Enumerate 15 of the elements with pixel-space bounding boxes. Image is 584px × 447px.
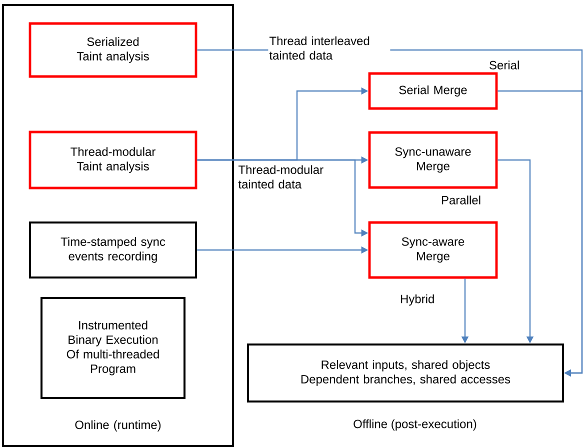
process-box: Thread-modular Taint analysis: [28, 130, 198, 190]
edge-label: Parallel: [442, 196, 480, 204]
process-box: Time-stamped sync events recording: [29, 222, 197, 278]
panel-label: Offline (post-execution): [354, 419, 476, 431]
edge-label: Hybrid: [401, 294, 434, 306]
merge-box: Serial Merge: [368, 72, 498, 110]
edge-label: Serial: [490, 60, 519, 70]
merge-box: Sync-aware Merge: [368, 221, 498, 279]
merge-box: Sync-unaware Merge: [368, 131, 498, 189]
edge-label: Thread interleaved tainted data: [269, 36, 370, 60]
arrow: [498, 90, 583, 377]
result-box: Relevant inputs, shared objects Dependent branches, shared accesses: [247, 344, 564, 402]
process-box: Serialized Taint analysis: [28, 22, 198, 78]
edge-label: Thread-modular tainted data: [238, 165, 324, 188]
process-box: Instrumented Binary Execution Of multi-threaded Program: [40, 297, 186, 399]
